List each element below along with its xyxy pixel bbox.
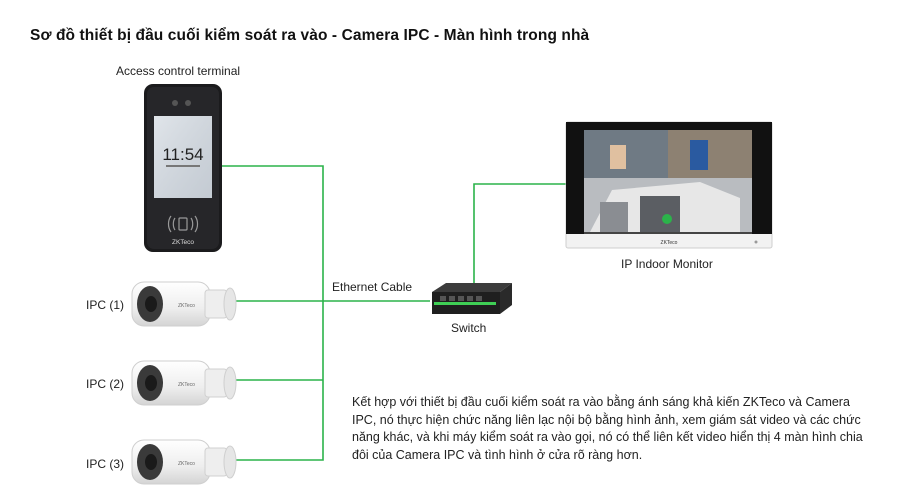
terminal-label: Access control terminal — [116, 64, 241, 78]
monitor-brand: ZKTeco — [661, 240, 678, 246]
camera-brand: ZKTeco — [178, 303, 195, 309]
camera-brand: ZKTeco — [178, 461, 195, 467]
cable-trunk — [222, 165, 324, 461]
monitor-label: IP Indoor Monitor — [621, 257, 713, 271]
ipc2-label: IPC (2) — [86, 377, 125, 391]
description-text: Kết hợp với thiết bị đầu cuối kiểm soát … — [352, 395, 863, 462]
access-control-terminal: 11:54 ZKTeco — [144, 84, 222, 252]
ipc-camera-1: ZKTeco — [131, 281, 237, 327]
cable-switch-to-monitor — [473, 183, 567, 283]
ipc1-label: IPC (1) — [86, 298, 125, 312]
terminal-clock: 11:54 — [162, 145, 203, 164]
camera-brand: ZKTeco — [178, 382, 195, 388]
camera-view-2 — [668, 130, 752, 178]
ethernet-cable-label: Ethernet Cable — [332, 280, 413, 294]
ipc-camera-3: ZKTeco — [131, 439, 237, 485]
ipc3-label: IPC (3) — [86, 457, 125, 471]
ethernet-cables — [222, 165, 567, 461]
terminal-brand: ZKTeco — [172, 239, 194, 246]
network-switch — [432, 283, 512, 314]
ipc-camera-2: ZKTeco — [131, 360, 237, 406]
nfc-icon — [167, 215, 199, 233]
diagram-title: Sơ đồ thiết bị đầu cuối kiểm soát ra vào… — [30, 27, 590, 44]
switch-label: Switch — [451, 321, 487, 335]
ip-indoor-monitor: ZKTeco — [565, 121, 773, 249]
